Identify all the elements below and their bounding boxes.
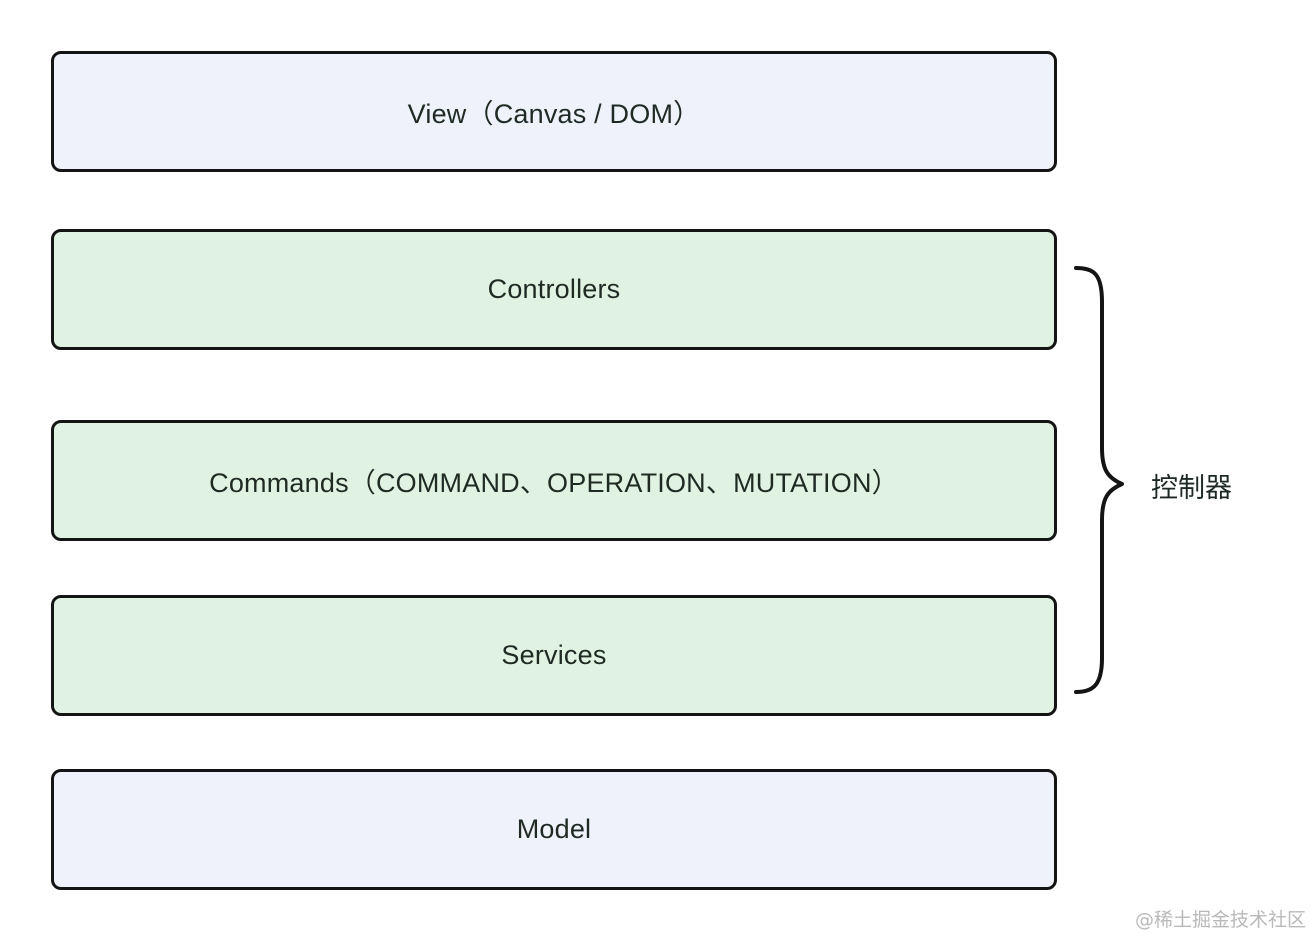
commands-layer-label: Commands（COMMAND、OPERATION、MUTATION） [209,468,899,498]
view-layer-label: View（Canvas / DOM） [407,99,701,129]
controller-group-label: 控制器 [1151,473,1232,504]
commands-layer-box: Commands（COMMAND、OPERATION、MUTATION） [51,420,1057,541]
view-layer-box: View（Canvas / DOM） [51,51,1057,172]
watermark: @稀土掘金技术社区 [1134,909,1306,931]
curly-brace [1070,262,1130,698]
model-layer-box: Model [51,769,1057,890]
model-layer-label: Model [516,814,592,844]
controllers-layer-box: Controllers [51,229,1057,350]
services-layer-box: Services [51,595,1057,716]
services-layer-label: Services [501,640,607,670]
curly-brace-icon [1074,266,1124,694]
controllers-layer-label: Controllers [487,274,621,304]
